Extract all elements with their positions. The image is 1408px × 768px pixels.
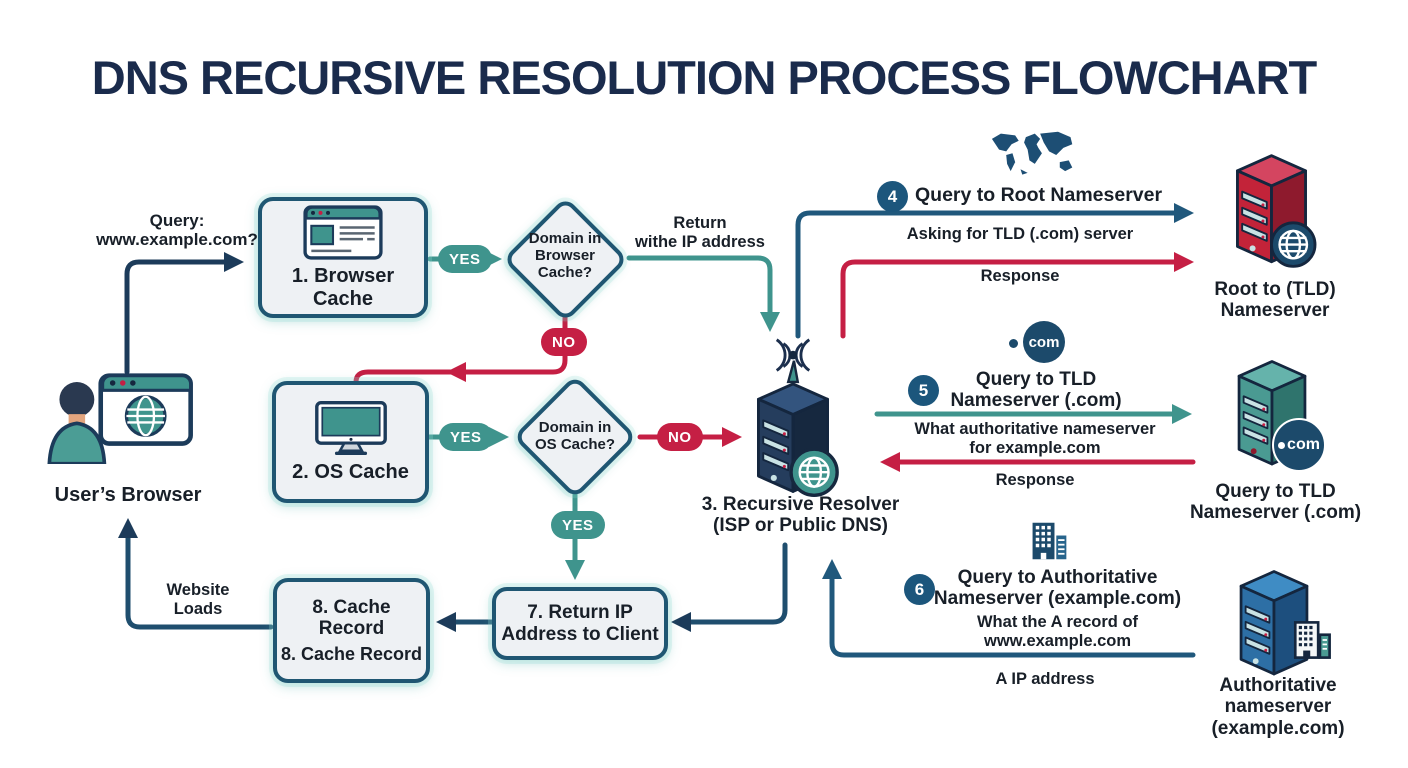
edge-label-website-loads: Website Loads xyxy=(166,581,230,618)
com-badge-tld-server: com xyxy=(1272,418,1326,472)
decision-browser-cache-label: Domain in Browser Cache? xyxy=(528,230,602,281)
com-badge-tld-text: com xyxy=(1287,436,1320,453)
node-label-cache-record-2: 8. Cache Record xyxy=(280,644,423,665)
edge-label-return-ip: Return withe IP address xyxy=(635,214,765,251)
edge-response-authoritative xyxy=(822,559,1196,658)
browser-window-icon xyxy=(303,205,383,260)
node-label-tld-ns: Query to TLD Nameserver (.com) xyxy=(1189,481,1362,524)
com-badge-dot xyxy=(1009,339,1018,348)
edge-label-query: Query: www.example.com? xyxy=(96,211,258,250)
step5-number-badge: 5 xyxy=(908,375,939,406)
pill-yes-os-down: YES xyxy=(551,511,605,539)
step4-number-badge: 4 xyxy=(877,181,908,212)
step6-title: Query to Authoritative Nameserver (examp… xyxy=(933,567,1182,610)
node-label-resolver: 3. Recursive Resolver (ISP or Public DNS… xyxy=(701,494,900,537)
step4-query-label: Asking for TLD (.com) server xyxy=(906,225,1134,243)
authoritative-building-icon xyxy=(1293,621,1331,659)
decision-os-cache-label: Domain in OS Cache? xyxy=(534,419,616,453)
step4-title: Query to Root Nameserver xyxy=(915,184,1163,206)
pill-no-browser: NO xyxy=(541,328,587,356)
edge-user-to-browser-cache xyxy=(124,252,244,375)
node-label-os-cache: 2. OS Cache xyxy=(292,461,409,484)
node-cache-record: 8. Cache Record 8. Cache Record xyxy=(273,578,430,683)
step5-query-label: What authoritative nameserver for exampl… xyxy=(914,420,1156,457)
pill-yes-browser: YES xyxy=(438,245,492,273)
com-badge-step5: com xyxy=(1023,321,1065,363)
step5-title: Query to TLD Nameserver (.com) xyxy=(950,369,1122,412)
node-label-user-browser: User’s Browser xyxy=(54,484,202,506)
recursive-resolver-icon xyxy=(757,338,839,497)
pill-yes-os: YES xyxy=(439,423,493,451)
step4-response-label: Response xyxy=(980,267,1060,285)
authoritative-nameserver-icon xyxy=(1239,570,1309,676)
com-badge-tld-dot xyxy=(1278,441,1286,449)
node-label-auth-ns: Authoritative nameserver (example.com) xyxy=(1211,675,1345,739)
node-label-root-ns: Root to (TLD) Nameserver xyxy=(1214,279,1336,322)
monitor-icon xyxy=(314,401,387,456)
step5-response-label: Response xyxy=(995,471,1075,489)
edge-return-ip-to-resolver xyxy=(626,255,780,332)
node-label-browser-cache: 1. Browser Cache xyxy=(291,265,395,310)
pill-no-os: NO xyxy=(657,423,703,451)
node-browser-cache: 1. Browser Cache xyxy=(258,197,428,318)
root-nameserver-icon xyxy=(1236,154,1317,268)
user-browser-icon xyxy=(47,373,193,464)
edge-response-root xyxy=(840,252,1194,339)
edge-no-browser-cache xyxy=(446,303,568,382)
node-label-cache-record: 8. Cache Record xyxy=(312,596,391,639)
edge-resolver-to-return-ip xyxy=(671,542,788,632)
step6-number-badge: 6 xyxy=(904,574,935,605)
step6-response-label: A IP address xyxy=(995,670,1095,688)
building-icon xyxy=(1032,522,1067,560)
step6-query-label: What the A record of www.example.com xyxy=(976,613,1139,650)
page-title: DNS RECURSIVE RESOLUTION PROCESS FLOWCHA… xyxy=(91,51,1317,104)
node-return-ip: 7. Return IP Address to Client xyxy=(492,587,668,660)
node-os-cache: 2. OS Cache xyxy=(272,381,429,503)
com-badge-step5-text: com xyxy=(1028,333,1060,351)
world-map-icon xyxy=(991,131,1073,175)
edge-query-root xyxy=(795,203,1194,339)
edge-cache-record-to-user xyxy=(118,518,274,630)
node-label-return-ip: 7. Return IP Address to Client xyxy=(501,602,659,645)
